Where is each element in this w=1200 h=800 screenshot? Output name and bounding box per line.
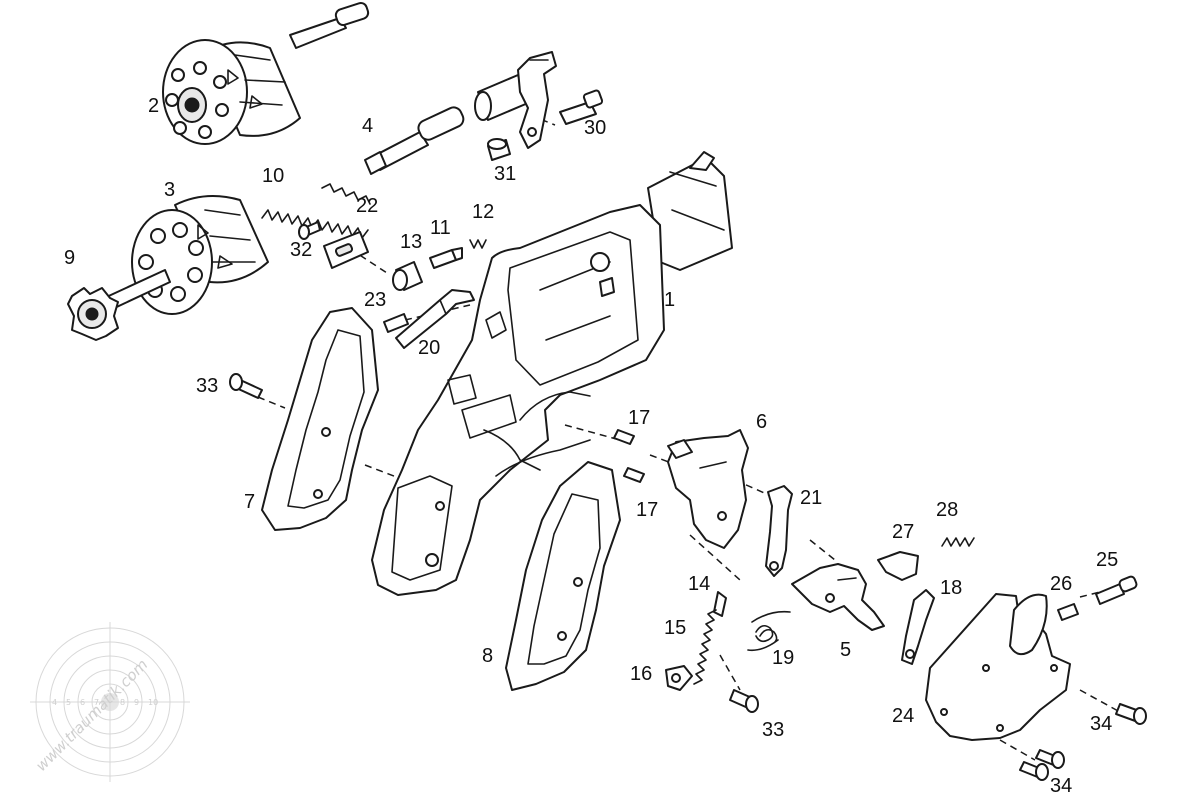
target-icon: 4 5 6 7 8 9 10 [30,622,190,782]
part-screw-32 [298,221,321,240]
part-screw-33-lower [729,689,759,713]
callout-31: 31 [494,163,516,185]
callout-21: 21 [800,487,822,509]
part-pawl [765,485,793,577]
callout-25: 25 [1096,549,1118,571]
part-rebound-lever [901,589,935,665]
callout-27: 27 [892,521,914,543]
callout-12: 12 [472,201,494,223]
callout-16: 16 [630,663,652,685]
part-catch-27 [877,551,919,581]
callout-14: 14 [688,573,710,595]
part-extractor-star [67,287,119,341]
part-pin-30 [559,89,604,125]
callout-17-upper: 17 [628,407,650,429]
callout-34-lower: 34 [1050,775,1072,797]
part-grip-left [261,307,379,531]
target-number: 6 [80,698,85,707]
target-number: 8 [120,698,125,707]
callout-33-lower: 33 [762,719,784,741]
callout-6: 6 [756,411,767,433]
callout-1: 1 [664,289,675,311]
part-grip-right [505,461,621,691]
callout-23: 23 [364,289,386,311]
part-pin-17-lower [623,467,645,483]
part-crane [474,51,557,149]
part-frame [371,151,733,596]
callout-19: 19 [772,647,794,669]
part-trigger [791,563,885,631]
part-plunger-25 [1095,575,1138,605]
part-pin-26 [1057,603,1079,621]
part-cylinder-lower [131,195,269,315]
part-screw-33-upper [229,373,263,399]
watermark: 4 5 6 7 8 9 10 www.traumatik.com [30,622,190,782]
part-latch-22 [323,231,369,269]
target-number: 7 [94,698,99,707]
part-plunger-11 [429,247,463,269]
callout-8: 8 [482,645,493,667]
part-spring-28 [941,537,975,547]
target-number: 5 [66,698,71,707]
callout-20: 20 [418,337,440,359]
part-mainspring-guide [665,591,727,691]
callout-15: 15 [664,617,686,639]
callout-2: 2 [148,95,159,117]
callout-32: 32 [290,239,312,261]
callout-10: 10 [262,165,284,187]
part-bushing-31 [487,138,511,161]
part-pin-17-upper [613,429,635,445]
part-ejector-rod [364,106,465,175]
callout-4: 4 [362,115,373,137]
callout-18: 18 [940,577,962,599]
part-bushing-13 [392,261,423,291]
callout-28: 28 [936,499,958,521]
callout-30: 30 [584,117,606,139]
callout-26: 26 [1050,573,1072,595]
callout-34-upper: 34 [1090,713,1112,735]
part-spring-12 [469,239,487,249]
part-screw-34-lower [1019,749,1065,781]
callout-17-lower: 17 [636,499,658,521]
part-bolt-20 [395,289,475,349]
callout-24: 24 [892,705,914,727]
callout-labels: 1 2 3 4 5 6 7 8 9 10 11 12 13 14 15 16 1… [64,95,1118,797]
part-trigger-spring [747,610,791,652]
callout-3: 3 [164,179,175,201]
callout-11: 11 [430,217,451,239]
part-rod-23 [383,313,409,333]
callout-22: 22 [356,195,378,217]
part-sideplate [925,593,1071,741]
part-hammer [667,429,749,549]
callout-9: 9 [64,247,75,269]
part-screw-34-upper [1115,703,1147,725]
target-number: 10 [148,698,158,707]
target-number: 4 [52,698,57,707]
callout-33-upper: 33 [196,375,218,397]
target-number: 9 [134,698,139,707]
callout-5: 5 [840,639,851,661]
part-cylinder-upper [162,2,370,145]
callout-7: 7 [244,491,255,513]
callout-13: 13 [400,231,422,253]
